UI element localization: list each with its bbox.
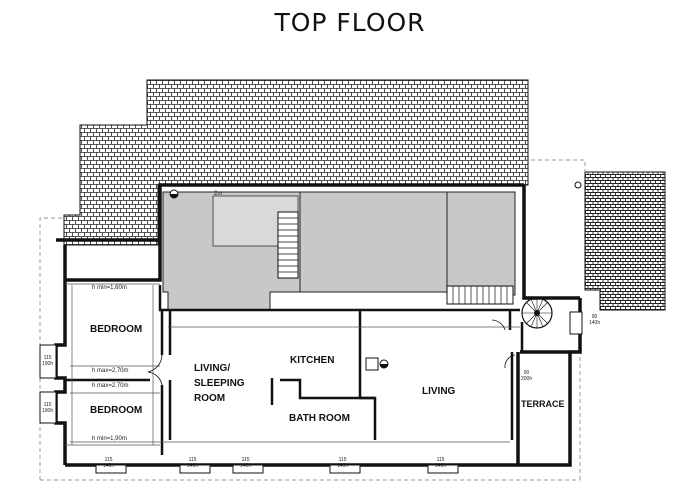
stair-upper bbox=[277, 211, 299, 279]
window-label-90-200: 90 200h bbox=[521, 370, 533, 382]
window-label-115-140-a: 115 140h bbox=[103, 457, 115, 469]
room-label-bathroom: BATH ROOM bbox=[289, 413, 350, 424]
room-label-living-sleeping: LIVING/ SLEEPING ROOM bbox=[194, 363, 245, 404]
room-label-kitchen: KITCHEN bbox=[290, 355, 335, 366]
room-label-bedroom-lower: BEDROOM bbox=[90, 405, 143, 416]
page-title: TOP FLOOR bbox=[274, 8, 426, 37]
chimney-objects bbox=[169, 181, 582, 371]
interior-walls bbox=[65, 285, 580, 455]
note-h-max-mid2: h max=2,70m bbox=[92, 383, 129, 389]
note-h-min-top: h min=1,60m bbox=[92, 285, 127, 291]
note-h-min-bottom: h min=1,90m bbox=[92, 436, 127, 442]
window-label-115-140-c: 115 140h bbox=[240, 457, 252, 469]
roof-tiles-right bbox=[584, 171, 666, 311]
door-swings bbox=[147, 319, 516, 386]
spiral-stair bbox=[521, 297, 553, 329]
window-label-115-190-a: 115 190h bbox=[42, 355, 54, 367]
window-label-115-140-e: 115 140h bbox=[435, 457, 447, 469]
note-h-max-mid: h max=2,70m bbox=[92, 368, 129, 374]
room-label-bedroom-upper: BEDROOM bbox=[90, 324, 143, 335]
window-label-115-140-d: 115 140h bbox=[337, 457, 349, 469]
stair-lower bbox=[446, 285, 514, 305]
window-label-90-140: 90 140h bbox=[589, 314, 601, 326]
room-label-living: LIVING bbox=[422, 386, 456, 397]
note-stair-dim: 2m bbox=[214, 191, 223, 197]
windows bbox=[39, 311, 583, 474]
void-areas bbox=[162, 191, 516, 311]
thin-lines bbox=[65, 283, 520, 446]
window-label-115-140-b: 115 140h bbox=[187, 457, 199, 469]
window-label-115-190-b: 115 190h bbox=[42, 402, 54, 414]
room-label-terrace: TERRACE bbox=[521, 399, 565, 409]
